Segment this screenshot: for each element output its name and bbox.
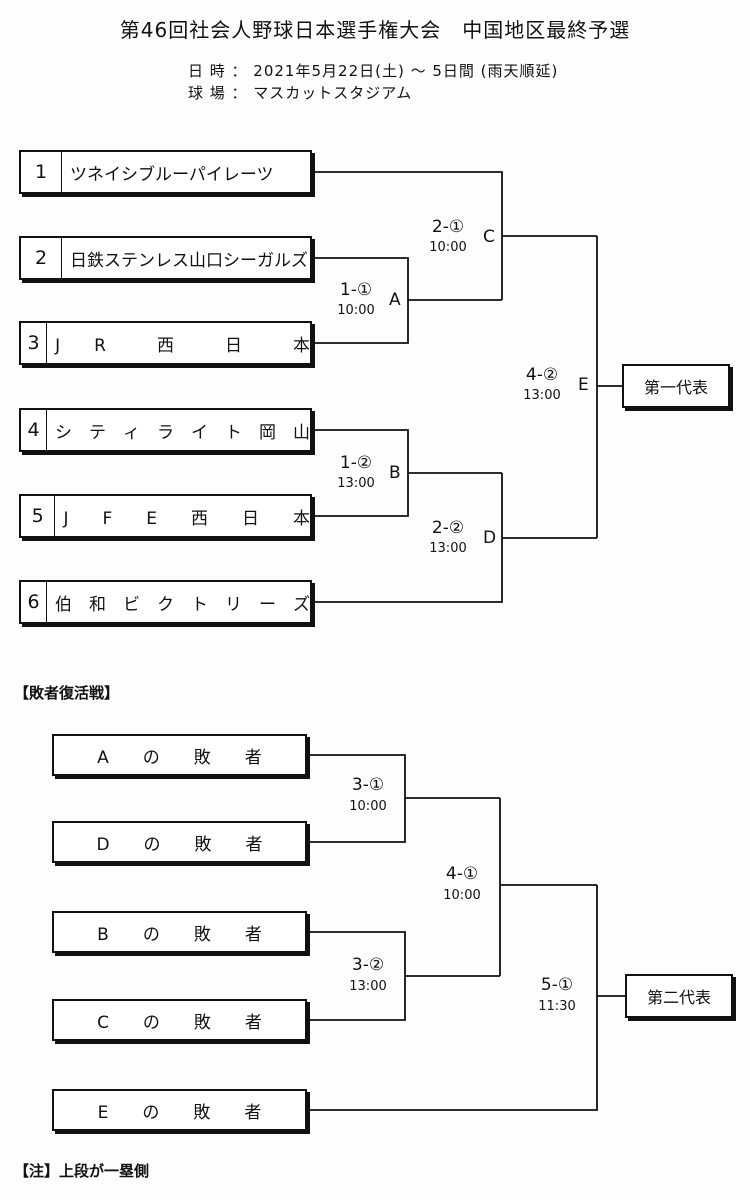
loser-box-e: E の 敗 者 — [52, 1089, 307, 1131]
team-box-2: 2 日鉄ステンレス山口シーガルズ — [19, 236, 312, 280]
match-number-d: 2-② — [431, 518, 465, 538]
date-line: 日 時 ： 2021年5月22日(土) ～ 5日間 (雨天順延) — [188, 62, 559, 80]
match-time-5-1: 11:30 — [538, 999, 576, 1014]
bracket-line-3-2 — [307, 931, 406, 1021]
loser-box-d: D の 敗 者 — [52, 821, 307, 863]
team-number: 3 — [21, 323, 48, 363]
match-letter-a: A — [389, 290, 401, 310]
match-number-a: 1-① — [339, 280, 373, 300]
match-time-4-1: 10:00 — [443, 888, 481, 903]
match-letter-d: D — [483, 528, 497, 548]
match-number-e: 4-② — [525, 365, 559, 385]
team-number: 1 — [21, 152, 62, 192]
team-box-3: 3 J R 西 日 本 — [19, 321, 312, 365]
match-time-c: 10:00 — [429, 240, 467, 255]
team-name: J R 西 日 本 — [55, 335, 310, 356]
loser-box-b: B の 敗 者 — [52, 911, 307, 953]
first-representative-box: 第一代表 — [622, 364, 730, 408]
match-time-3-2: 13:00 — [349, 979, 387, 994]
match-letter-e: E — [578, 375, 589, 395]
team-name: 伯 和 ビ ク ト リ ー ズ — [55, 594, 310, 615]
footnote: 【注】上段が一塁側 — [14, 1162, 150, 1180]
match-number-4-1: 4-① — [445, 864, 479, 884]
team-number: 4 — [21, 410, 47, 450]
match-letter-c: C — [483, 227, 495, 247]
team-name: J F E 西 日 本 — [63, 508, 310, 529]
team-name: ツネイシブルーパイレーツ — [70, 164, 274, 185]
match-letter-b: B — [389, 463, 401, 483]
team-number: 5 — [21, 496, 56, 536]
match-number-c: 2-① — [431, 217, 465, 237]
team-name: 日鉄ステンレス山口シーガルズ — [70, 250, 308, 271]
match-time-e: 13:00 — [523, 388, 561, 403]
match-number-3-1: 3-① — [351, 775, 385, 795]
team-box-6: 6 伯 和 ビ ク ト リ ー ズ — [19, 580, 312, 624]
match-number-b: 1-② — [339, 453, 373, 473]
loser-box-a: A の 敗 者 — [52, 734, 307, 776]
match-number-3-2: 3-② — [351, 955, 385, 975]
team-box-1: 1 ツネイシブルーパイレーツ — [19, 150, 312, 194]
loser-box-c: C の 敗 者 — [52, 999, 307, 1041]
bracket-line-5-1 — [307, 885, 598, 1111]
bracket-line-d — [312, 473, 503, 603]
match-time-3-1: 10:00 — [349, 799, 387, 814]
team-number: 6 — [21, 582, 47, 622]
team-number: 2 — [21, 238, 62, 278]
venue-line: 球 場 ： マスカットスタジアム — [188, 84, 413, 102]
consolation-heading: 【敗者復活戦】 — [14, 684, 120, 702]
team-name: シ テ ィ ラ イ ト 岡 山 — [55, 422, 310, 443]
team-box-4: 4 シ テ ィ ラ イ ト 岡 山 — [19, 408, 312, 452]
match-time-a: 10:00 — [337, 303, 375, 318]
team-box-5: 5 J F E 西 日 本 — [19, 494, 312, 538]
match-time-b: 13:00 — [337, 476, 375, 491]
bracket-line-c — [312, 171, 503, 300]
match-number-5-1: 5-① — [540, 975, 574, 995]
second-representative-box: 第二代表 — [625, 974, 733, 1018]
page-title: 第46回社会人野球日本選手権大会 中国地区最終予選 — [119, 18, 631, 42]
match-time-d: 13:00 — [429, 541, 467, 556]
